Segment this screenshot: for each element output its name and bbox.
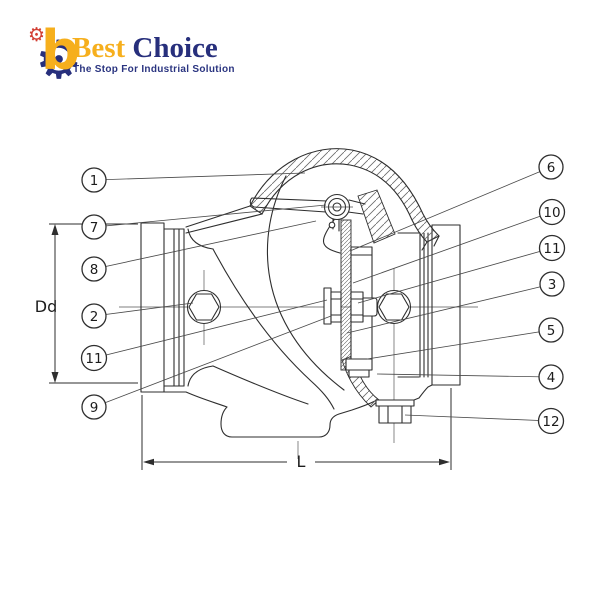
callout-number: 6 <box>547 160 556 176</box>
hinge-assembly <box>249 193 366 254</box>
callout-3: 3 <box>539 271 565 297</box>
nut-right <box>350 291 364 323</box>
callout-11-right: 11 <box>538 234 566 262</box>
right-flange <box>431 224 461 386</box>
callout-6: 6 <box>538 154 564 180</box>
gear-icon-red: ⚙ <box>28 24 46 46</box>
seat-opening-curve <box>266 175 345 391</box>
callout-11-left: 11 <box>80 344 108 372</box>
callout-4: 4 <box>538 364 564 390</box>
callout-number: 8 <box>90 262 99 278</box>
callout-number: 3 <box>548 277 557 293</box>
callout-number: 12 <box>542 414 559 430</box>
callout-1: 1 <box>81 167 107 193</box>
diameter-label: Dd <box>35 297 57 316</box>
leader-lines <box>93 166 553 422</box>
callouts-right: 6 10 11 3 5 4 <box>537 154 566 435</box>
callout-number: 7 <box>90 220 99 236</box>
body-wall-section <box>357 189 396 244</box>
brand-name: Best Choice <box>72 32 218 65</box>
brand-logo: ⚙ ⚙ b Best Choice The Stop For Industria… <box>28 19 258 91</box>
brand-tagline: The Stop For Industrial Solution <box>73 64 235 75</box>
drain-plug <box>375 399 415 424</box>
callout-number: 4 <box>547 370 556 386</box>
brand-name-first: Best <box>72 32 126 64</box>
callout-number: 11 <box>85 351 102 367</box>
callout-9: 9 <box>81 394 107 420</box>
logo-letter-b: b <box>41 19 80 82</box>
length-label: L <box>297 452 306 471</box>
callout-number: 11 <box>543 241 560 257</box>
callout-number: 10 <box>543 205 560 221</box>
disc-plate <box>340 219 352 371</box>
valve-body <box>140 148 461 438</box>
left-hex-plug <box>186 289 222 325</box>
brand-name-second: Choice <box>132 32 218 64</box>
right-hex-plug <box>376 289 412 325</box>
callout-number: 5 <box>547 323 556 339</box>
callout-number: 9 <box>90 400 99 416</box>
callout-number: 2 <box>90 309 99 325</box>
dimension-length <box>141 388 452 470</box>
callout-2: 2 <box>81 303 107 329</box>
callout-10: 10 <box>538 198 566 226</box>
left-flange <box>140 222 165 393</box>
gear-icon-navy: ⚙ <box>35 30 83 91</box>
callout-number: 1 <box>90 173 99 189</box>
nut-left <box>330 291 342 323</box>
callout-7: 7 <box>81 214 107 240</box>
callout-5: 5 <box>538 317 564 343</box>
callout-8: 8 <box>81 256 107 282</box>
callouts-left: 1 7 8 2 11 9 <box>80 167 108 420</box>
callout-12: 12 <box>537 407 565 435</box>
